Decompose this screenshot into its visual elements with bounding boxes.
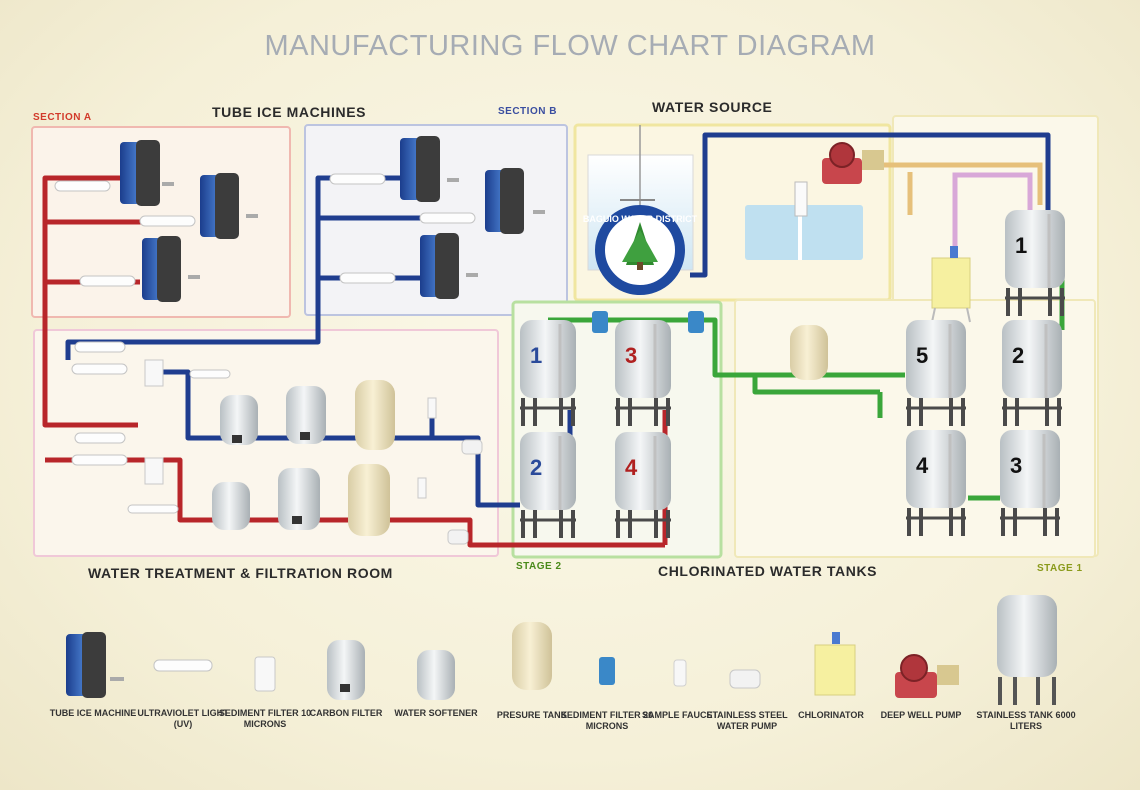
legend-icon-sediment-10: [254, 656, 276, 692]
legend-label-sediment-10: SEDIMENT FILTER 10 MICRONS: [218, 708, 312, 729]
legend-icon-uv: [153, 659, 213, 672]
section-b-label: SECTION B: [498, 106, 557, 117]
pressure-tank-upper: [355, 380, 395, 450]
legend-icons: [66, 595, 1057, 705]
tube-ice-machine-a3: [142, 236, 200, 302]
legend-icon-sample-faucet: [673, 659, 687, 687]
carbon-filter-upper: [286, 386, 326, 444]
softener-upper-1: [220, 395, 258, 445]
pressure-tank-stage1: [790, 325, 828, 380]
sediment-filters-20-stage2: [592, 311, 704, 333]
stage1-tank-number-1: 5: [916, 343, 928, 368]
legend-icon-tube-ice: [66, 632, 124, 698]
stage1-tanks: 1 5 2 4 3: [906, 210, 1065, 536]
legend-icon-chlorinator: [814, 632, 856, 696]
stage2-tank-number-0: 1: [530, 343, 542, 368]
legend-label-sediment-20: SEDIMENT FILTER 20 MICRONS: [560, 710, 654, 731]
stage2-tank-2: 2: [520, 432, 576, 538]
legend-icon-pressure-tank: [512, 622, 552, 690]
legend-label-pump: STAINLESS STEEL WATER PUMP: [706, 710, 788, 731]
legend-label-pressure-tank: PRESURE TANK: [496, 710, 568, 720]
pressure-tank-lower: [348, 464, 390, 536]
stage1-tank-4: 3: [1000, 430, 1060, 536]
legend-label-carbon: CARBON FILTER: [309, 708, 383, 718]
stage1-tank-number-3: 4: [916, 453, 929, 478]
stage1-label: STAGE 1: [1037, 563, 1083, 574]
water-source-label: WATER SOURCE: [652, 99, 773, 115]
green-pipe-network: [548, 268, 1065, 501]
uv-lights-treatment: [71, 341, 231, 514]
water-pumps-treatment: [447, 439, 483, 545]
sediment-filters-treatment: [144, 359, 437, 499]
legend-label-chlorinator: CHLORINATOR: [798, 710, 864, 720]
stage1-tank-number-2: 2: [1012, 343, 1024, 368]
uv-lights-section-a: [54, 180, 196, 287]
softener-lower-1: [212, 482, 250, 530]
stage2-tank-0: 1: [520, 320, 576, 426]
stage1-tank-number-4: 3: [1010, 453, 1022, 478]
stage2-tank-1: 3: [615, 320, 671, 426]
stage1-tank-2: 2: [1002, 320, 1062, 426]
chlorinated-tanks-label: CHLORINATED WATER TANKS: [658, 563, 878, 579]
stage2-tank-number-3: 4: [625, 455, 638, 480]
deep-well-pump: [822, 142, 884, 184]
section-a-label: SECTION A: [33, 112, 92, 123]
tube-ice-machine-a1: [120, 140, 174, 206]
stage1-tank-0: 1: [1005, 210, 1065, 316]
tube-ice-machines-label: TUBE ICE MACHINES: [212, 104, 367, 120]
chlorinator: [931, 246, 971, 323]
tube-ice-machine-b2: [485, 168, 545, 234]
legend-label-sample-faucet: SAMPLE FAUCET: [641, 710, 718, 720]
diagram-title: MANUFACTURING FLOW CHART DIAGRAM: [264, 30, 876, 62]
stage2-label: STAGE 2: [516, 561, 562, 572]
tan-pink-pipes: [880, 162, 1043, 250]
carbon-filter-lower: [278, 468, 320, 530]
legend-icon-softener: [417, 650, 455, 700]
stage1-tank-number-0: 1: [1015, 233, 1027, 258]
legend-icon-deep-well-pump: [895, 654, 959, 698]
stage2-tank-3: 4: [615, 432, 671, 538]
treatment-room-label: WATER TREATMENT & FILTRATION ROOM: [88, 565, 393, 581]
legend-icon-pump: [729, 669, 761, 689]
stage1-tank-3: 4: [906, 430, 966, 536]
logo-lettering: BAGUIO WATER DISTRICT: [583, 214, 698, 224]
tube-ice-machine-b1: [400, 136, 459, 202]
legend-label-stainless-tank: STAINLESS TANK 6000 LITERS: [976, 710, 1076, 731]
uv-lights-section-b: [329, 173, 476, 284]
tube-ice-machine-b3: [420, 233, 478, 299]
tube-ice-machine-a2: [200, 173, 258, 239]
stage2-tank-number-2: 2: [530, 455, 542, 480]
legend-label-deep-well-pump: DEEP WELL PUMP: [880, 710, 962, 720]
stage2-tank-number-1: 3: [625, 343, 637, 368]
stage2-tanks: 1 3 2 4: [520, 320, 671, 538]
legend-label-tube-ice: TUBE ICE MACHINE: [49, 708, 137, 718]
water-district-logo: BAGUIO WATER DISTRICT: [583, 205, 698, 295]
legend-icon-carbon: [327, 640, 365, 700]
legend-icon-sediment-20: [599, 657, 615, 685]
legend-label-softener: WATER SOFTENER: [394, 708, 478, 718]
legend-icon-stainless-tank: [997, 595, 1057, 705]
legend-label-uv: ULTRAVIOLET LIGHT (UV): [137, 708, 229, 729]
stage1-tank-1: 5: [906, 320, 966, 426]
